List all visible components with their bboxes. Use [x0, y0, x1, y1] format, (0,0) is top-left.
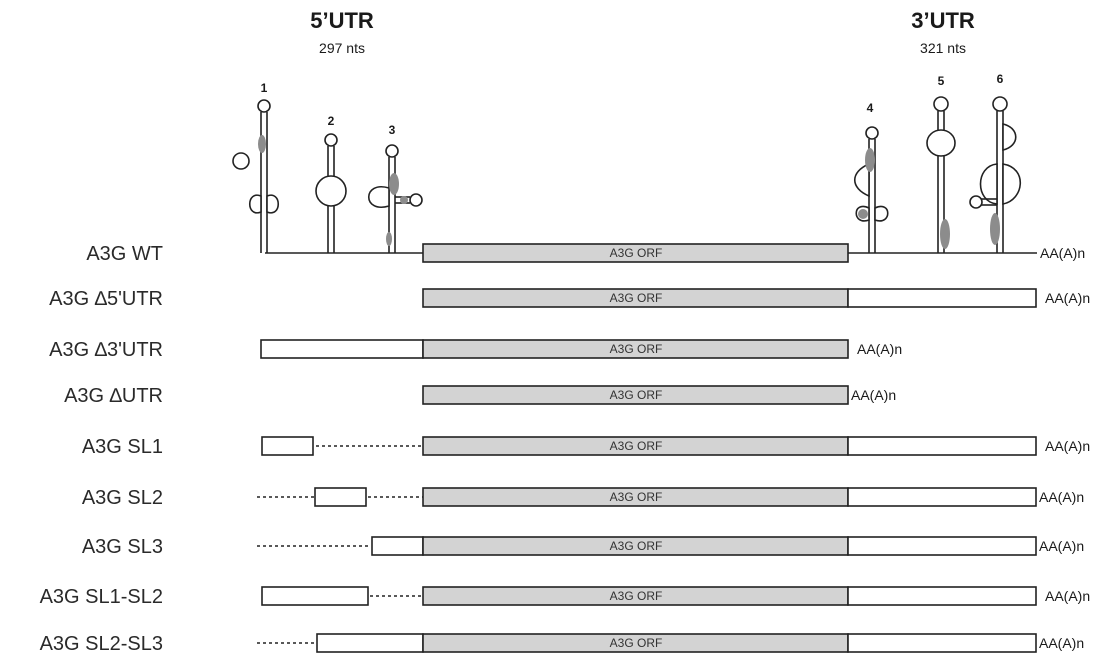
utr3-title: 3’UTR	[911, 8, 975, 33]
utr3-box	[848, 587, 1036, 605]
utr3-box	[848, 537, 1036, 555]
sl1-sl2-box	[262, 587, 368, 605]
utr3-box	[848, 289, 1036, 307]
construct-name: A3G SL2	[82, 487, 163, 509]
stem-loop-3	[369, 145, 422, 253]
utr5-box	[261, 340, 423, 358]
orf-label: A3G ORF	[610, 439, 663, 453]
polya-tail: AA(A)n	[1045, 438, 1090, 454]
orf-label: A3G ORF	[610, 388, 663, 402]
utr5-length: 297 nts	[319, 40, 365, 56]
construct-name: A3G SL1-SL2	[40, 586, 163, 608]
construct-name: A3G WT	[86, 243, 163, 265]
stem-loop-5	[927, 97, 955, 253]
stem-loop-number: 4	[867, 101, 874, 115]
sl2-box	[315, 488, 366, 506]
construct-name: A3G ∆5'UTR	[49, 288, 163, 310]
polya-tail: AA(A)n	[1045, 588, 1090, 604]
polya-tail: AA(A)n	[1040, 245, 1085, 261]
construct-name: A3G ∆3'UTR	[49, 339, 163, 361]
orf-label: A3G ORF	[610, 636, 663, 650]
orf-label: A3G ORF	[610, 342, 663, 356]
orf-label: A3G ORF	[610, 490, 663, 504]
stem-loop-1	[233, 100, 278, 253]
sl1-box	[262, 437, 313, 455]
orf-label: A3G ORF	[610, 291, 663, 305]
utr3-length: 321 nts	[920, 40, 966, 56]
polya-tail: AA(A)n	[857, 341, 902, 357]
stem-loop-6	[970, 97, 1020, 253]
stem-loop-2	[316, 134, 346, 253]
construct-name: A3G SL3	[82, 536, 163, 558]
polya-tail: AA(A)n	[1039, 538, 1084, 554]
polya-tail: AA(A)n	[851, 387, 896, 403]
orf-label: A3G ORF	[610, 246, 663, 260]
utr3-box	[848, 488, 1036, 506]
construct-name: A3G ∆UTR	[64, 385, 163, 407]
sl2-sl3-box	[317, 634, 423, 652]
orf-label: A3G ORF	[610, 589, 663, 603]
construct-name: A3G SL1	[82, 436, 163, 458]
stem-loop-number: 6	[997, 72, 1004, 86]
stem-loop-number: 5	[938, 74, 945, 88]
stem-loop-number: 3	[389, 123, 396, 137]
utr3-box	[848, 634, 1036, 652]
stem-loop-number: 1	[261, 81, 268, 95]
sl3-box	[372, 537, 423, 555]
construct-name: A3G SL2-SL3	[40, 633, 163, 655]
utr5-title: 5’UTR	[310, 8, 374, 33]
stem-loop-4	[855, 127, 888, 253]
polya-tail: AA(A)n	[1039, 635, 1084, 651]
orf-label: A3G ORF	[610, 539, 663, 553]
utr3-box	[848, 437, 1036, 455]
polya-tail: AA(A)n	[1045, 290, 1090, 306]
polya-tail: AA(A)n	[1039, 489, 1084, 505]
stem-loop-number: 2	[328, 114, 335, 128]
